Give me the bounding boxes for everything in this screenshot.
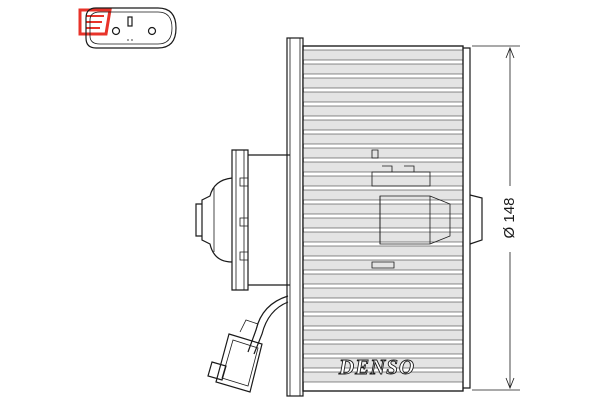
fan-blade-stripe bbox=[302, 259, 464, 271]
connector-end-view-icon bbox=[85, 7, 177, 49]
end-cap bbox=[463, 47, 483, 389]
fan-blade-stripe bbox=[302, 133, 464, 145]
brand-logo-icon bbox=[78, 8, 112, 36]
brand-watermark: DENSO bbox=[338, 355, 415, 379]
fan-blade-stripe bbox=[302, 287, 464, 299]
diameter-label: Ø 148 bbox=[501, 198, 518, 239]
fan-blade-stripe bbox=[302, 203, 464, 215]
fan-blade-stripe bbox=[302, 175, 464, 187]
fan-blade-stripe bbox=[302, 217, 464, 229]
fan-blade-stripe bbox=[302, 273, 464, 285]
fan-blade-stripe bbox=[302, 301, 464, 313]
fan-blade-stripe bbox=[302, 119, 464, 131]
motor-housing bbox=[195, 149, 290, 291]
fan-blade-stripe bbox=[302, 189, 464, 201]
fan-blade-stripe bbox=[302, 63, 464, 75]
fan-blade-stripe bbox=[302, 91, 464, 103]
diameter-dimension bbox=[472, 45, 520, 391]
fan-blade-stripe bbox=[302, 343, 464, 355]
fan-hub bbox=[371, 149, 451, 269]
wire-harness bbox=[207, 295, 289, 393]
mounting-flange bbox=[286, 37, 304, 397]
fan-blade-stripe bbox=[302, 49, 464, 61]
fan-wheel bbox=[302, 45, 464, 392]
fan-blade-stripe bbox=[302, 329, 464, 341]
fan-blade-stripe bbox=[302, 105, 464, 117]
fan-blade-stripe bbox=[302, 315, 464, 327]
fan-blade-stripe bbox=[302, 147, 464, 159]
fan-blade-stripe bbox=[302, 161, 464, 173]
fan-blade-stripe bbox=[302, 77, 464, 89]
fan-blade-stripe bbox=[302, 245, 464, 257]
